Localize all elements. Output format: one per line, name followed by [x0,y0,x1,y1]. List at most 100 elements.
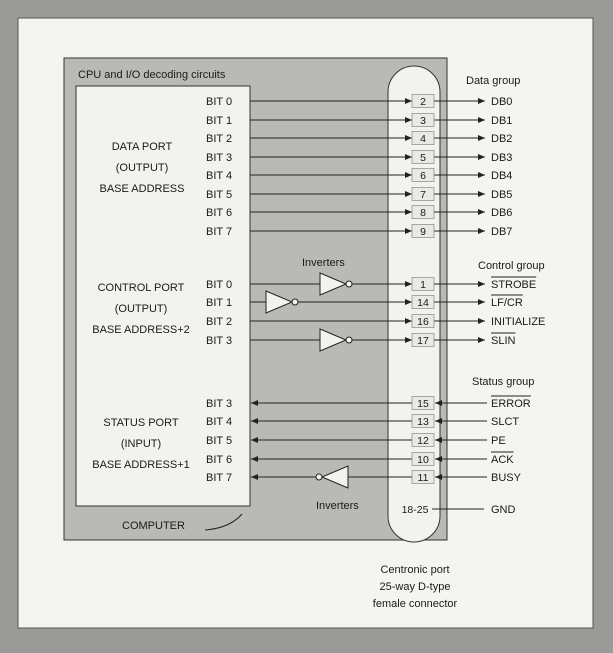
control-inverter-3-bubble [345,336,353,344]
status-port-line2: (INPUT) [121,438,161,450]
status-signal-3: ACK [491,454,514,466]
status-pin-4: 11 [418,472,429,484]
status-pin-1: 13 [417,416,429,428]
status-pin-0-box [411,396,435,410]
control-bit-3: BIT 3 [206,335,232,347]
data-signal-5: DB5 [491,189,512,201]
status-pin-1-box [411,414,435,428]
control-port-line2: (OUTPUT) [115,303,168,315]
inverters-top-label: Inverters [302,257,345,269]
data-signal-3: DB3 [491,152,512,164]
data-bit-2: BIT 2 [206,133,232,145]
status-bit-1: BIT 4 [206,416,232,428]
data-port-line1: DATA PORT [112,141,173,153]
data-group-heading: Data group [466,75,520,87]
control-inverter-0-triangle [319,272,348,296]
control-signal-2: INITIALIZE [491,316,545,328]
connector-caption-line1: Centronic port [380,564,449,576]
status-signal-4: BUSY [491,472,522,484]
status-pin-4-box [411,470,435,484]
status-bit-3: BIT 6 [206,454,232,466]
status-pin-3: 10 [417,454,429,466]
data-bit-1: BIT 1 [206,115,232,127]
control-inverter-1 [265,290,299,314]
control-inverter-0-bubble [345,280,353,288]
ground-signal: GND [491,504,516,516]
ground-pin: 18-25 [402,504,429,516]
data-bit-7: BIT 7 [206,226,232,238]
inverter-gates [265,272,353,489]
control-inverter-3 [319,328,353,352]
control-pin-0: 1 [420,279,426,291]
data-pin-0: 2 [420,96,426,108]
computer-label: COMPUTER [122,520,185,532]
data-pin-2-box [411,131,435,145]
control-inverter-3-triangle [319,328,348,352]
status-inverter-4-bubble [315,473,323,481]
data-pin-4-box [411,168,435,182]
status-pin-2: 12 [417,435,429,447]
control-pin-2-box [411,314,435,328]
control-inverter-1-triangle [265,290,294,314]
control-inverter-0 [319,272,353,296]
control-pin-3-box [411,333,435,347]
control-bit-0: BIT 0 [206,279,232,291]
status-bit-0: BIT 3 [206,398,232,410]
status-group-heading: Status group [472,376,534,388]
data-port-line3: BASE ADDRESS [100,183,185,195]
data-signal-6: DB6 [491,207,512,219]
data-pin-7-box [411,224,435,238]
control-port-line3: BASE ADDRESS+2 [92,324,190,336]
data-bit-5: BIT 5 [206,189,232,201]
data-signal-0: DB0 [491,96,512,108]
data-pin-4: 6 [420,170,426,182]
data-signal-2: DB2 [491,133,512,145]
control-pin-2: 16 [417,316,429,328]
control-port-line1: CONTROL PORT [98,282,185,294]
data-pin-1: 3 [420,115,426,127]
control-inverter-1-bubble [291,298,299,306]
swoosh-mark [204,513,243,531]
connector-caption-line3: female connector [373,598,458,610]
control-bit-1: BIT 1 [206,297,232,309]
control-pin-1: 14 [417,297,429,309]
control-bit-2: BIT 2 [206,316,232,328]
data-pin-6-box [411,205,435,219]
signal-names: DB0DB1DB2DB3DB4DB5DB6DB7STROBELF/CRINITI… [491,96,545,516]
data-bit-6: BIT 6 [206,207,232,219]
data-bit-0: BIT 0 [206,96,232,108]
status-pin-3-box [411,452,435,466]
control-pin-3: 17 [417,335,429,347]
connector-caption-line2: 25-way D-type [380,581,451,593]
inverters-bottom-label: Inverters [316,500,359,512]
data-signal-4: DB4 [491,170,512,182]
control-signal-0: STROBE [491,279,536,291]
status-bit-4: BIT 7 [206,472,232,484]
cpu-box [75,85,251,507]
control-group-heading: Control group [478,260,545,272]
data-pin-0-box [411,94,435,108]
control-signal-3: SLIN [491,335,516,347]
data-pin-3: 5 [420,152,426,164]
data-pin-5-box [411,187,435,201]
cpu-heading: CPU and I/O decoding circuits [78,69,226,81]
data-pin-3-box [411,150,435,164]
control-pin-1-box [411,295,435,309]
status-bit-2: BIT 5 [206,435,232,447]
signal-wires [250,98,487,510]
control-signal-1: LF/CR [491,297,523,309]
data-signal-1: DB1 [491,115,512,127]
data-pin-1-box [411,113,435,127]
status-pin-2-box [411,433,435,447]
data-port-line2: (OUTPUT) [116,162,169,174]
data-bit-4: BIT 4 [206,170,232,182]
bit-labels: BIT 0 BIT 1 BIT 2 BIT 3 BIT 4 BIT 5 BIT 6 BIT 7… [206,96,232,484]
status-pin-0: 15 [417,398,429,410]
status-port-line1: STATUS PORT [103,417,178,429]
data-pin-7: 9 [420,226,426,238]
status-signal-0: ERROR [491,398,531,410]
status-signal-2: PE [491,435,506,447]
status-signal-1: SLCT [491,416,519,428]
